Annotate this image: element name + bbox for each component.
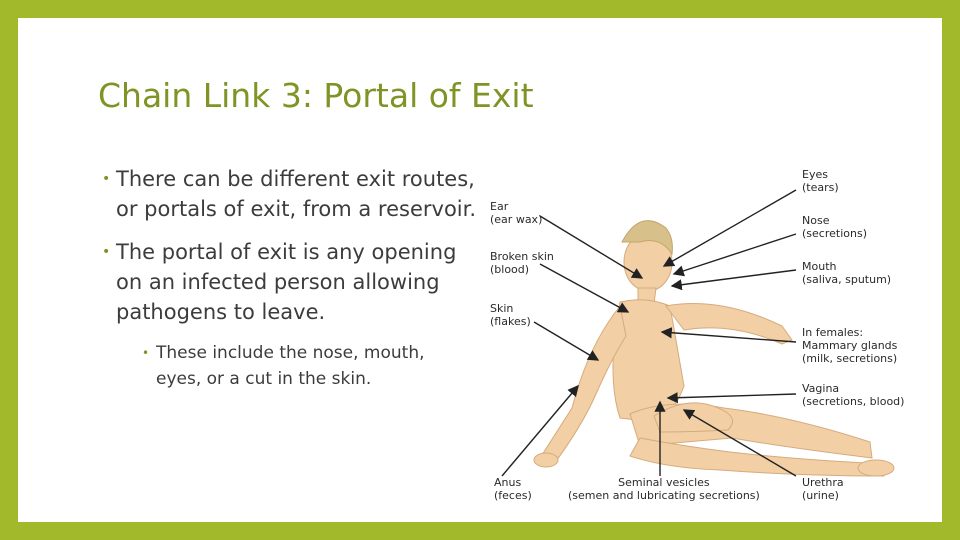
slide-title: Chain Link 3: Portal of Exit: [98, 76, 534, 115]
bullet-list: • There can be different exit routes, or…: [102, 164, 482, 392]
sub-bullet-text: These include the nose, mouth, eyes, or …: [156, 343, 425, 389]
body-illustration: [501, 189, 895, 477]
sub-bullet-item: • These include the nose, mouth, eyes, o…: [142, 340, 426, 392]
slide: Chain Link 3: Portal of Exit • There can…: [18, 18, 942, 522]
bullet-glyph: •: [142, 346, 150, 360]
urethra-label: Urethra (urine): [802, 476, 844, 502]
anus-label: Anus (feces): [494, 476, 532, 502]
skin-label: Skin (flakes): [490, 302, 531, 328]
vagina-label: Vagina (secretions, blood): [802, 382, 905, 408]
bullet-glyph: •: [102, 171, 111, 187]
eyes-label: Eyes (tears): [802, 168, 839, 194]
bullet-text: The portal of exit is any opening on an …: [116, 240, 457, 324]
ear-label: Ear (ear wax): [490, 200, 543, 226]
pointer-arrows: [501, 189, 797, 477]
nose-label: Nose (secretions): [802, 214, 867, 240]
seminal-vesicles-label: Seminal vesicles (semen and lubricating …: [568, 476, 760, 502]
bullet-item: • There can be different exit routes, or…: [102, 164, 482, 224]
mammary-glands-label: In females: Mammary glands (milk, secret…: [802, 326, 898, 365]
broken-skin-label: Broken skin (blood): [490, 250, 554, 276]
bullet-item: • The portal of exit is any opening on a…: [102, 237, 482, 327]
bullet-text: There can be different exit routes, or p…: [116, 167, 477, 221]
portal-of-exit-diagram: Ear (ear wax) Broken skin (blood) Skin (…: [470, 146, 950, 506]
mouth-label: Mouth (saliva, sputum): [802, 260, 892, 286]
bullet-glyph: •: [102, 244, 111, 260]
